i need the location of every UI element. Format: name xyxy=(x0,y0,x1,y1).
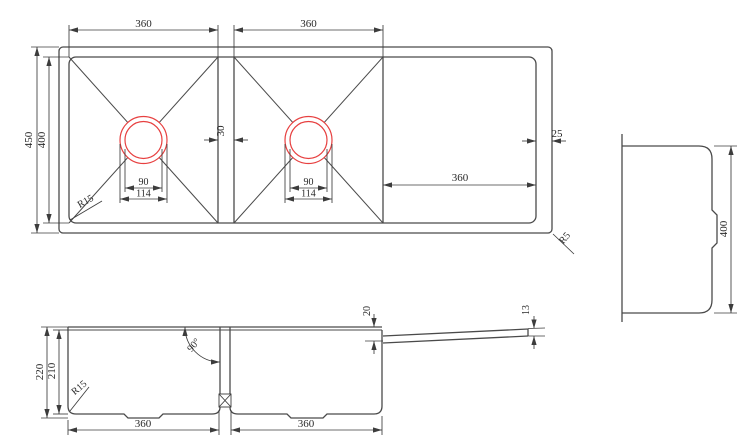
dim-top-divider: 30 xyxy=(204,125,248,143)
label-outer-corner-radius: R5 xyxy=(557,230,573,246)
dim-label-bowl2-drain-outer: 114 xyxy=(301,189,316,200)
dim-front-bowl-depth: 210 xyxy=(46,329,68,415)
dim-bowl2-drain: 90 114 xyxy=(284,144,333,203)
sink-inner-edge xyxy=(68,56,537,224)
dim-label-bowl2-width: 360 xyxy=(300,18,317,30)
dim-label-drainboard-edge: 13 xyxy=(521,305,532,315)
dim-top-bowl2-width: 360 xyxy=(233,18,384,57)
callout-divider-angle: 90° xyxy=(182,326,221,365)
label-bowl-corner-radius: R15 xyxy=(76,193,96,211)
bowl2-drain-inner-circle xyxy=(289,120,328,160)
dim-top-rim: 25 xyxy=(522,128,566,144)
dim-label-front-bowl-depth: 210 xyxy=(46,362,58,379)
dim-top-bowl1-width: 360 xyxy=(68,18,219,57)
dim-bowl1-drain: 90 114 xyxy=(119,144,168,203)
callout-front-corner-radius: R15 xyxy=(69,379,90,412)
side-profile xyxy=(622,145,718,314)
dim-front-overall-depth: 220 xyxy=(34,326,68,419)
bowl1-drain-outer-circle xyxy=(119,115,168,165)
dim-top-overall-depth: 450 xyxy=(23,46,59,234)
dim-label-bowl1-width: 360 xyxy=(135,18,152,30)
divider-weld-symbol xyxy=(218,393,232,408)
dim-label-drainboard: 360 xyxy=(452,172,469,184)
dim-label-overall-depth: 450 xyxy=(23,131,35,148)
dim-label-front-overall-depth: 220 xyxy=(34,363,46,380)
side-view: 400 xyxy=(621,134,737,322)
label-front-corner-radius: R15 xyxy=(69,379,89,398)
dim-front-bowl2-width: 360 xyxy=(230,410,383,435)
dim-label-rim: 25 xyxy=(552,128,564,140)
dim-label-divider: 30 xyxy=(215,125,227,137)
dim-drainboard-edge: 13 xyxy=(521,305,537,349)
label-divider-angle: 90° xyxy=(185,336,202,354)
dim-label-bowl2-drain-inner: 90 xyxy=(304,177,314,188)
dim-top-drainboard: 360 xyxy=(383,172,536,188)
dim-label-bowl-depth: 400 xyxy=(36,131,48,148)
drainboard-section xyxy=(382,327,546,344)
bowl2-section-outline xyxy=(229,330,383,419)
bowl2-drain-outer-circle xyxy=(284,115,333,165)
callout-outer-corner-radius: R5 xyxy=(552,230,575,255)
top-view: 360 360 450 400 30 xyxy=(23,18,575,255)
dim-label-rim-to-drainboard: 20 xyxy=(362,306,373,316)
dim-rim-to-drainboard: 20 xyxy=(362,306,383,354)
dim-label-bowl1-drain-outer: 114 xyxy=(136,189,151,200)
dim-top-bowl-depth: 400 xyxy=(36,56,69,224)
front-view: 220 210 R15 90° 360 360 xyxy=(34,305,546,435)
dim-label-side-height: 400 xyxy=(718,220,730,237)
dim-label-bowl1-drain-inner: 90 xyxy=(139,177,149,188)
bowl1-drain-inner-circle xyxy=(124,120,163,160)
dim-front-bowl1-width: 360 xyxy=(67,410,220,435)
dim-side-height: 400 xyxy=(714,145,737,314)
dim-label-front-bowl1-width: 360 xyxy=(135,418,152,430)
dim-label-front-bowl2-width: 360 xyxy=(298,418,315,430)
